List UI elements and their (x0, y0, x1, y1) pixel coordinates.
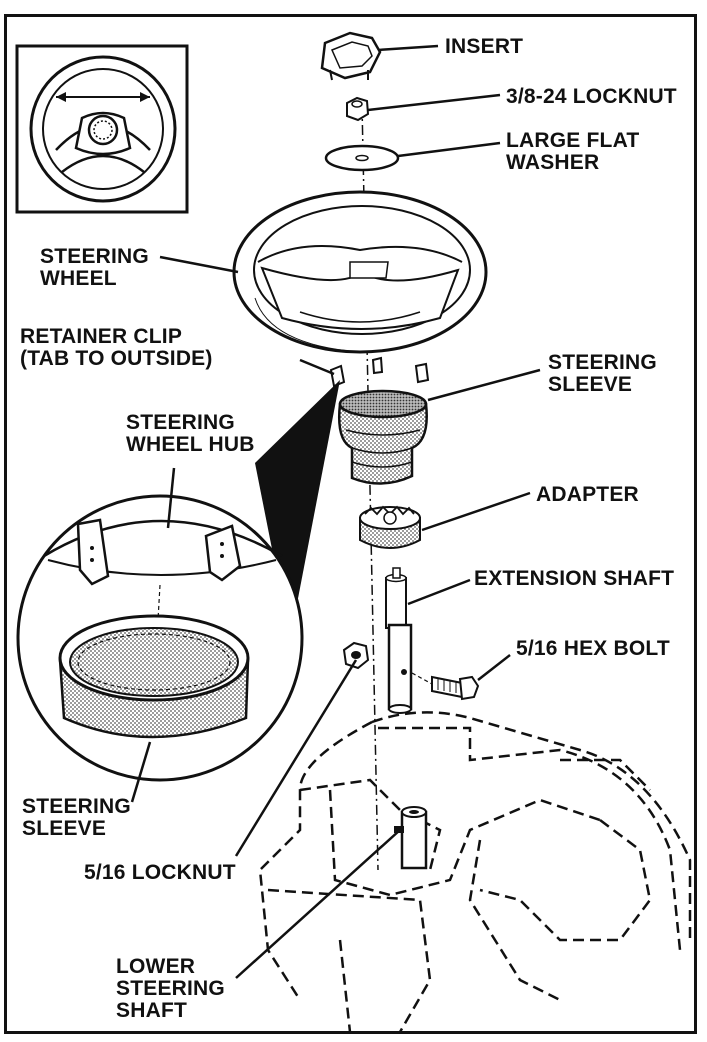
label-large-flat-washer: LARGE FLAT WASHER (506, 129, 640, 174)
label-steering-sleeve-left: STEERING SLEEVE (22, 795, 131, 840)
inset-wheel-top-view (15, 44, 189, 214)
label-locknut-516: 5/16 LOCKNUT (84, 861, 236, 884)
locknut-516-part (342, 641, 370, 670)
label-steering-wheel-hub: STEERING WHEEL HUB (126, 411, 255, 456)
leader-lines (130, 44, 541, 979)
hub-detail-magnifier (16, 380, 340, 782)
label-steering-wheel: STEERING WHEEL (40, 245, 149, 290)
label-steering-sleeve-right: STEERING SLEEVE (548, 351, 657, 396)
label-retainer-clip: RETAINER CLIP (TAB TO OUTSIDE) (20, 325, 213, 370)
extension-shaft-part (385, 567, 413, 714)
label-hex-bolt: 5/16 HEX BOLT (516, 637, 670, 660)
tractor-body-outline (258, 711, 692, 1033)
locknut-38-part (346, 96, 370, 122)
retainer-clips (329, 356, 430, 388)
label-insert: INSERT (445, 35, 524, 58)
label-extension-shaft: EXTENSION SHAFT (474, 567, 675, 590)
flat-washer-part (324, 144, 400, 172)
steering-sleeve-part (338, 389, 428, 485)
hex-bolt-part (411, 672, 480, 701)
label-lower-steering-shaft: LOWER STEERING SHAFT (116, 955, 225, 1022)
steering-wheel-part (232, 190, 488, 354)
label-adapter: ADAPTER (536, 483, 639, 506)
insert-part (320, 31, 382, 81)
adapter-part (359, 505, 421, 549)
lower-steering-shaft-part (394, 806, 428, 870)
label-locknut-38: 3/8-24 LOCKNUT (506, 85, 677, 108)
